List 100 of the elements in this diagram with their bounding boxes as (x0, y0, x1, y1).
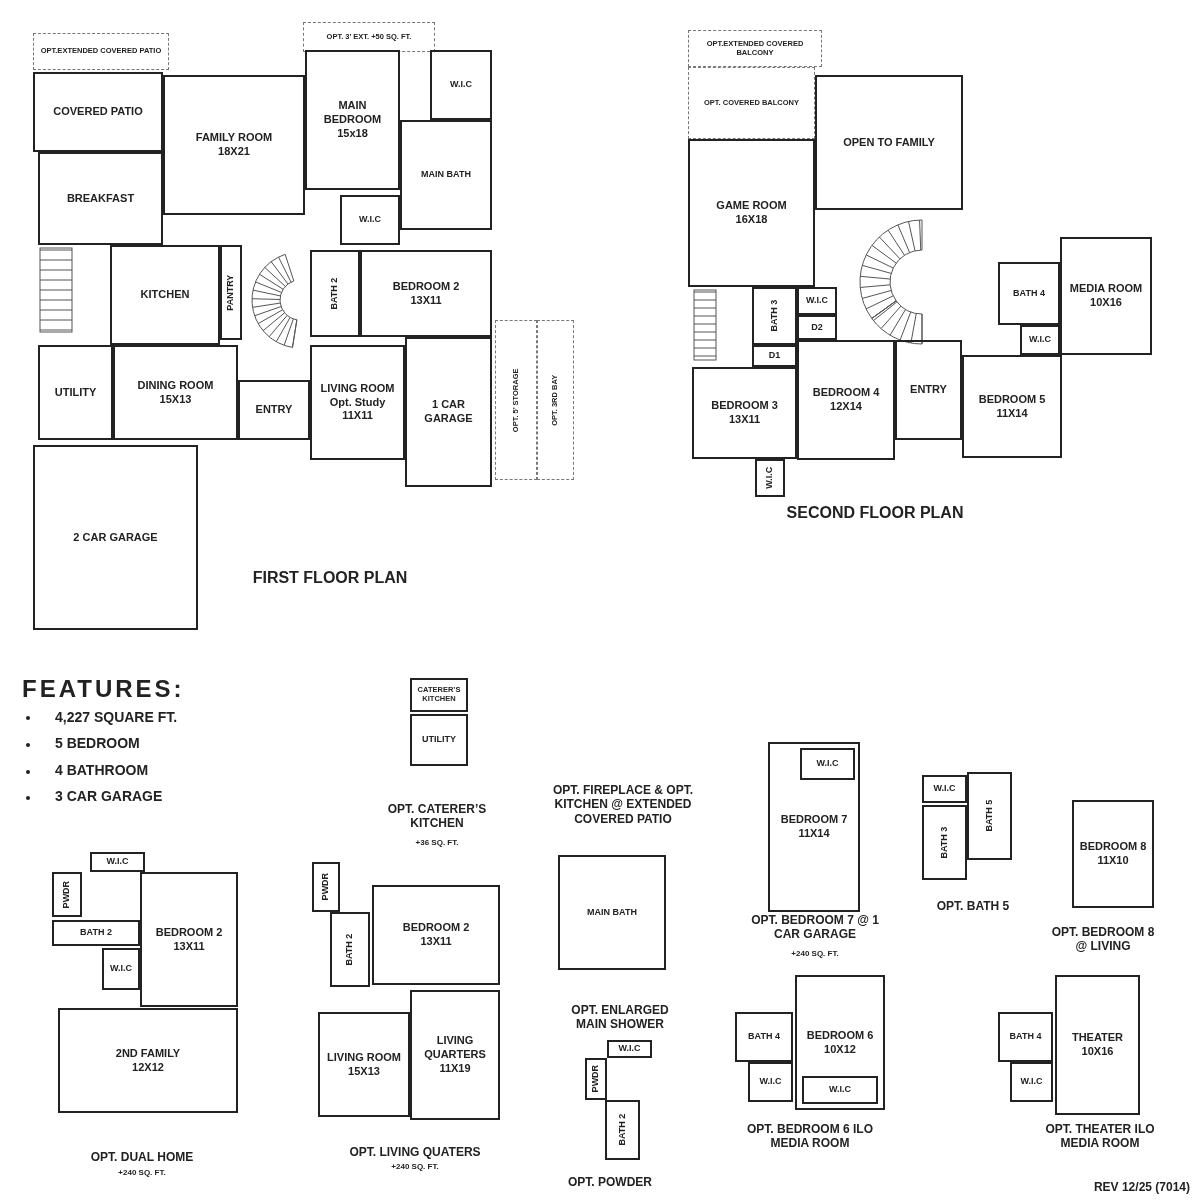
room-name: DINING ROOM (136, 378, 215, 393)
room-outline (312, 862, 340, 912)
room-name: D2 (810, 321, 824, 334)
room-name: MAIN BEDROOM (322, 99, 383, 127)
option-caption: OPT. ENLARGED MAIN SHOWER (570, 1003, 670, 1032)
room-name: BREAKFAST (65, 191, 136, 206)
room-dimension: 11X14 (995, 406, 1029, 421)
room-name: W.I.C (932, 783, 957, 795)
room-name: UTILITY (421, 734, 457, 746)
room-outline (110, 245, 220, 345)
room-outline (410, 714, 468, 766)
room-outline (90, 852, 145, 872)
room-name: PWDR (590, 1064, 602, 1095)
room-name: W.I.C (1019, 1076, 1044, 1088)
room-outline (1055, 975, 1140, 1115)
room-outline (33, 72, 163, 152)
room-name: W.I.C (828, 1084, 852, 1096)
room-outline (797, 340, 895, 460)
room-name: W.I.C (815, 758, 840, 770)
room-name: BEDROOM 3 (710, 399, 779, 413)
room-outline (305, 50, 400, 190)
option-caption: OPT. BATH 5 (935, 899, 1011, 914)
room-outline (405, 337, 492, 487)
room-outline (752, 287, 797, 345)
room-outline (330, 912, 370, 987)
room-name: W.I.C (105, 856, 130, 868)
room-dimension: 15x18 (336, 126, 369, 141)
optional-area-outline (303, 22, 435, 52)
room-name: BEDROOM 2 (391, 279, 461, 294)
room-name: FAMILY ROOM (194, 131, 274, 145)
room-name: W.I.C (1028, 334, 1052, 346)
room-dimension: 10X12 (823, 1042, 857, 1057)
room-dimension: 11X10 (1096, 854, 1130, 868)
feature-item: 4,227 SQUARE FT. (55, 709, 179, 726)
room-outline (113, 345, 238, 440)
room-outline (558, 855, 666, 970)
revision-note: REV 12/25 (7014) (1092, 1180, 1190, 1195)
option-caption: OPT. BEDROOM 8 @ LIVING (1050, 925, 1156, 954)
room-name: BATH 5 (983, 799, 995, 834)
room-name: BATH 2 (329, 276, 341, 312)
room-dimension: 11X14 (797, 827, 831, 841)
room-name: THEATER (1070, 1031, 1125, 1045)
room-dimension: 13X11 (409, 293, 443, 308)
area-note: +240 SQ. FT. (790, 949, 840, 959)
optional-area-outline (688, 30, 822, 67)
room-name: BATH 3 (768, 299, 780, 334)
room-outline (163, 75, 305, 215)
room-outline (1060, 237, 1152, 355)
room-outline (755, 459, 785, 497)
room-dimension: 15X13 (347, 1064, 381, 1079)
features-heading: FEATURES: (22, 675, 186, 704)
room-dimension: 11X19 (438, 1061, 472, 1076)
room-outline (585, 1058, 607, 1100)
room-name: PWDR (61, 879, 73, 911)
room-name: BEDROOM 4 (811, 386, 881, 400)
room-dimension: Opt. Study (328, 395, 387, 410)
room-name: BATH 3 (938, 825, 950, 861)
room-outline (410, 990, 500, 1120)
option-caption: OPT. FIREPLACE & OPT. KITCHEN @ EXTENDED COVERED PATIO (552, 783, 694, 827)
option-caption: OPT. LIVING QUATERS (348, 1145, 482, 1160)
room-dimension: 15X13 (158, 392, 193, 407)
feature-item: 4 BATHROOM (55, 762, 150, 779)
room-outline (692, 367, 797, 459)
room-name: LIVING ROOM (326, 1050, 402, 1065)
room-outline (607, 1040, 652, 1058)
room-outline (430, 50, 492, 120)
room-outline (967, 772, 1012, 860)
room-dimension: 16X18 (734, 213, 769, 227)
optional-area-outline (688, 67, 815, 139)
room-outline (998, 1012, 1053, 1062)
room-name: MEDIA ROOM (1068, 282, 1144, 296)
room-dimension: 12X14 (829, 400, 863, 414)
room-outline (310, 250, 360, 337)
room-dimension: 11X11 (341, 409, 374, 424)
room-outline (410, 678, 468, 712)
room-name: ENTRY (254, 403, 294, 417)
room-outline (802, 1076, 878, 1104)
room-outline (220, 245, 242, 340)
room-name: UTILITY (53, 385, 98, 400)
option-caption: OPT. THEATER ILO MEDIA ROOM (1044, 1122, 1156, 1151)
room-outline (998, 262, 1060, 325)
room-dimension: 12X12 (131, 1060, 165, 1075)
room-outline (922, 775, 967, 803)
room-outline (318, 1012, 410, 1117)
room-outline (310, 345, 405, 460)
room-dimension: 10X16 (1089, 296, 1123, 310)
room-dimension: 13X11 (727, 413, 762, 427)
room-name: BATH 4 (1008, 1031, 1043, 1043)
room-outline (52, 872, 82, 917)
area-note: +36 SQ. FT. (414, 838, 460, 848)
plan-title: SECOND FLOOR PLAN (785, 503, 965, 523)
room-name: W.I.C (109, 963, 133, 975)
room-name: 2ND FAMILY (114, 1046, 182, 1061)
room-outline (1010, 1062, 1053, 1102)
option-caption: OPT. POWDER (567, 1175, 653, 1190)
feature-item: 3 CAR GARAGE (55, 788, 164, 805)
room-name: D1 (767, 350, 782, 362)
optional-area-outline (537, 320, 574, 480)
option-caption: OPT. BEDROOM 7 @ 1 CAR GARAGE (750, 913, 880, 942)
optional-area-outline (495, 320, 537, 480)
